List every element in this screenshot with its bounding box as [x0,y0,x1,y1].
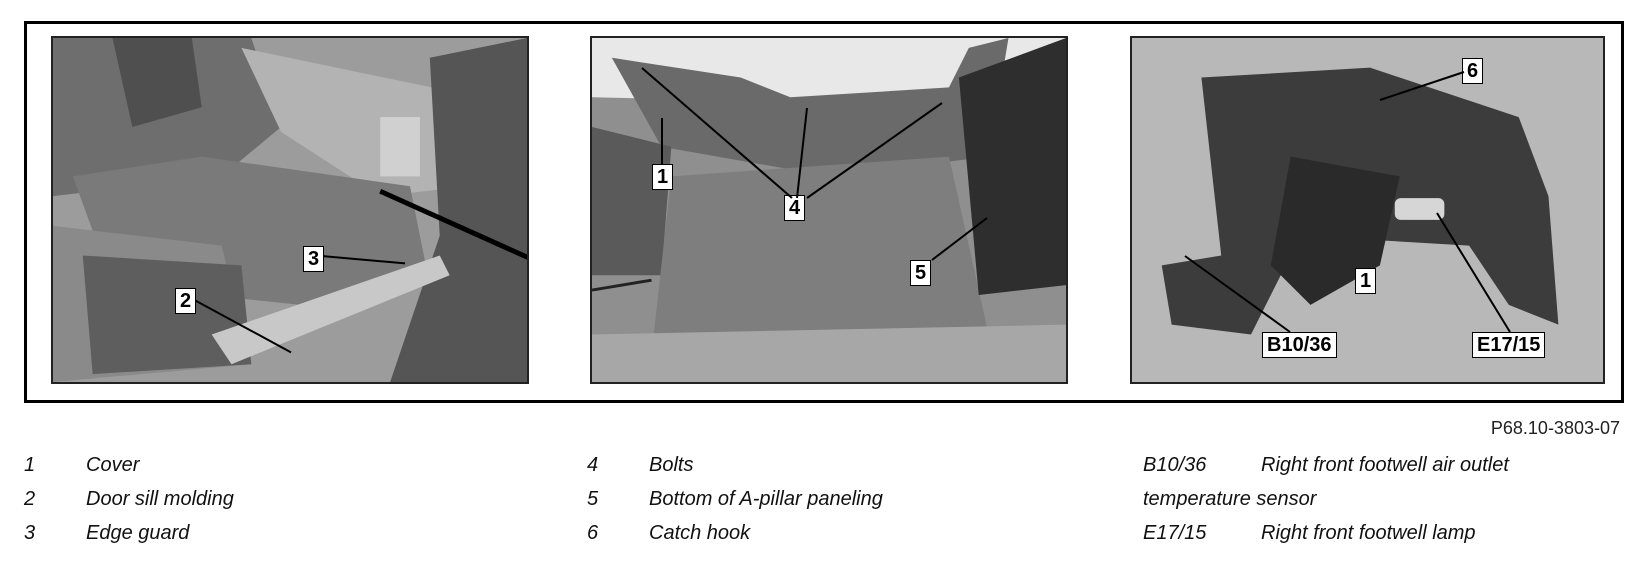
photo-cover-part: 6 1 B10/36 E17/15 [1130,36,1605,384]
callout-label: 6 [1462,58,1484,84]
figure-frame: 3 2 1 4 5 6 [24,21,1624,403]
legend-item-continuation: temperature sensor [1143,482,1623,516]
legend-text: Door sill molding [86,488,234,510]
legend-text: Right front footwell air outlet [1261,454,1509,476]
legend-item: 1 Cover [24,448,524,482]
legend-column: 1 Cover 2 Door sill molding 3 Edge guard [24,448,524,550]
callout-label: 4 [784,195,806,221]
legend-number: E17/15 [1143,522,1207,544]
legend-item: 2 Door sill molding [24,482,524,516]
legend-text: Bottom of A-pillar paneling [649,488,883,510]
callout-label: 5 [910,260,932,286]
callout-label: 3 [303,246,325,272]
legend-text-continuation: temperature sensor [1143,488,1317,510]
legend-item: B10/36 Right front footwell air outlet [1143,448,1623,482]
legend-number: B10/36 [1143,454,1207,476]
callout-label: 1 [652,164,674,190]
legend-text: Edge guard [86,522,190,544]
legend-text: Catch hook [649,522,751,544]
legend-item: 3 Edge guard [24,516,524,550]
callout-label: 2 [175,288,197,314]
legend-column: B10/36 Right front footwell air outlet t… [1143,448,1623,550]
photo-door-sill: 3 2 [51,36,529,384]
legend-number: 5 [587,488,599,510]
legend-item: 6 Catch hook [587,516,1087,550]
legend-number: 4 [587,454,599,476]
legend-item: E17/15 Right front footwell lamp [1143,516,1623,550]
legend-text: Cover [86,454,140,476]
legend-text: Bolts [649,454,694,476]
callout-label: 1 [1355,268,1377,294]
callout-label: B10/36 [1262,332,1337,358]
legend-number: 2 [24,488,36,510]
photo-footwell: 1 4 5 [590,36,1068,384]
figure-reference-code: P68.10-3803-07 [1490,418,1620,438]
legend-text: Right front footwell lamp [1261,522,1476,544]
legend-number: 3 [24,522,36,544]
legend-number: 6 [587,522,599,544]
legend-item: 4 Bolts [587,448,1087,482]
legend-number: 1 [24,454,36,476]
legend-item: 5 Bottom of A-pillar paneling [587,482,1087,516]
legend-column: 4 Bolts 5 Bottom of A-pillar paneling 6 … [587,448,1087,550]
callout-label: E17/15 [1472,332,1546,358]
